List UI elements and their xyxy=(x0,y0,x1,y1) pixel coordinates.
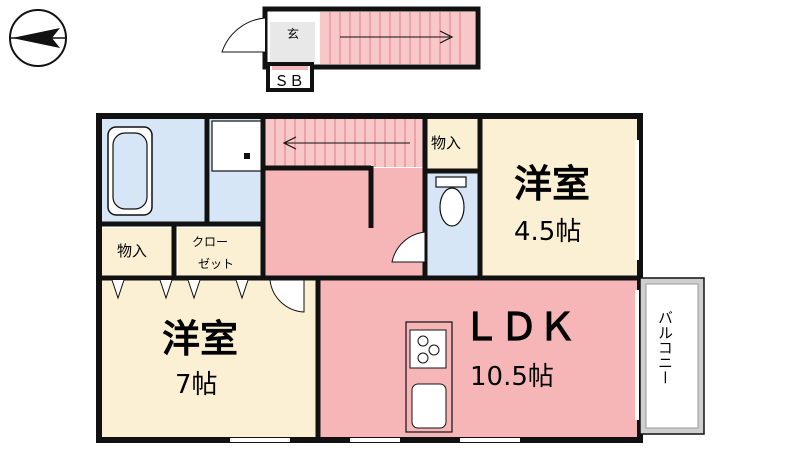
room-west xyxy=(102,280,316,437)
room-east xyxy=(482,119,637,277)
entrance-block xyxy=(221,6,481,92)
room-west-size: 7帖 xyxy=(175,370,218,400)
storage-top-label: 物入 xyxy=(431,134,461,152)
hallway-upper xyxy=(371,168,425,228)
genkan-label: 玄 xyxy=(287,26,299,41)
room-east-name: 洋室 xyxy=(514,162,590,206)
closet-label-2: ゼット xyxy=(198,257,234,271)
room-west-name: 洋室 xyxy=(162,317,238,361)
ldk-size: 10.5帖 xyxy=(470,362,554,392)
shoe-box-label: ＳＢ xyxy=(274,72,304,90)
storage-top xyxy=(427,119,479,171)
closet-label-1: クロー xyxy=(192,235,228,249)
ldk-name: ＬＤＫ xyxy=(462,305,576,349)
storage-left-label: 物入 xyxy=(117,242,147,260)
closet xyxy=(178,228,263,276)
room-east-size: 4.5帖 xyxy=(514,217,581,247)
balcony-label: バルコニー xyxy=(656,310,674,385)
storage-left xyxy=(102,228,174,276)
north-arrow-icon xyxy=(9,9,67,67)
ldk xyxy=(320,280,637,437)
